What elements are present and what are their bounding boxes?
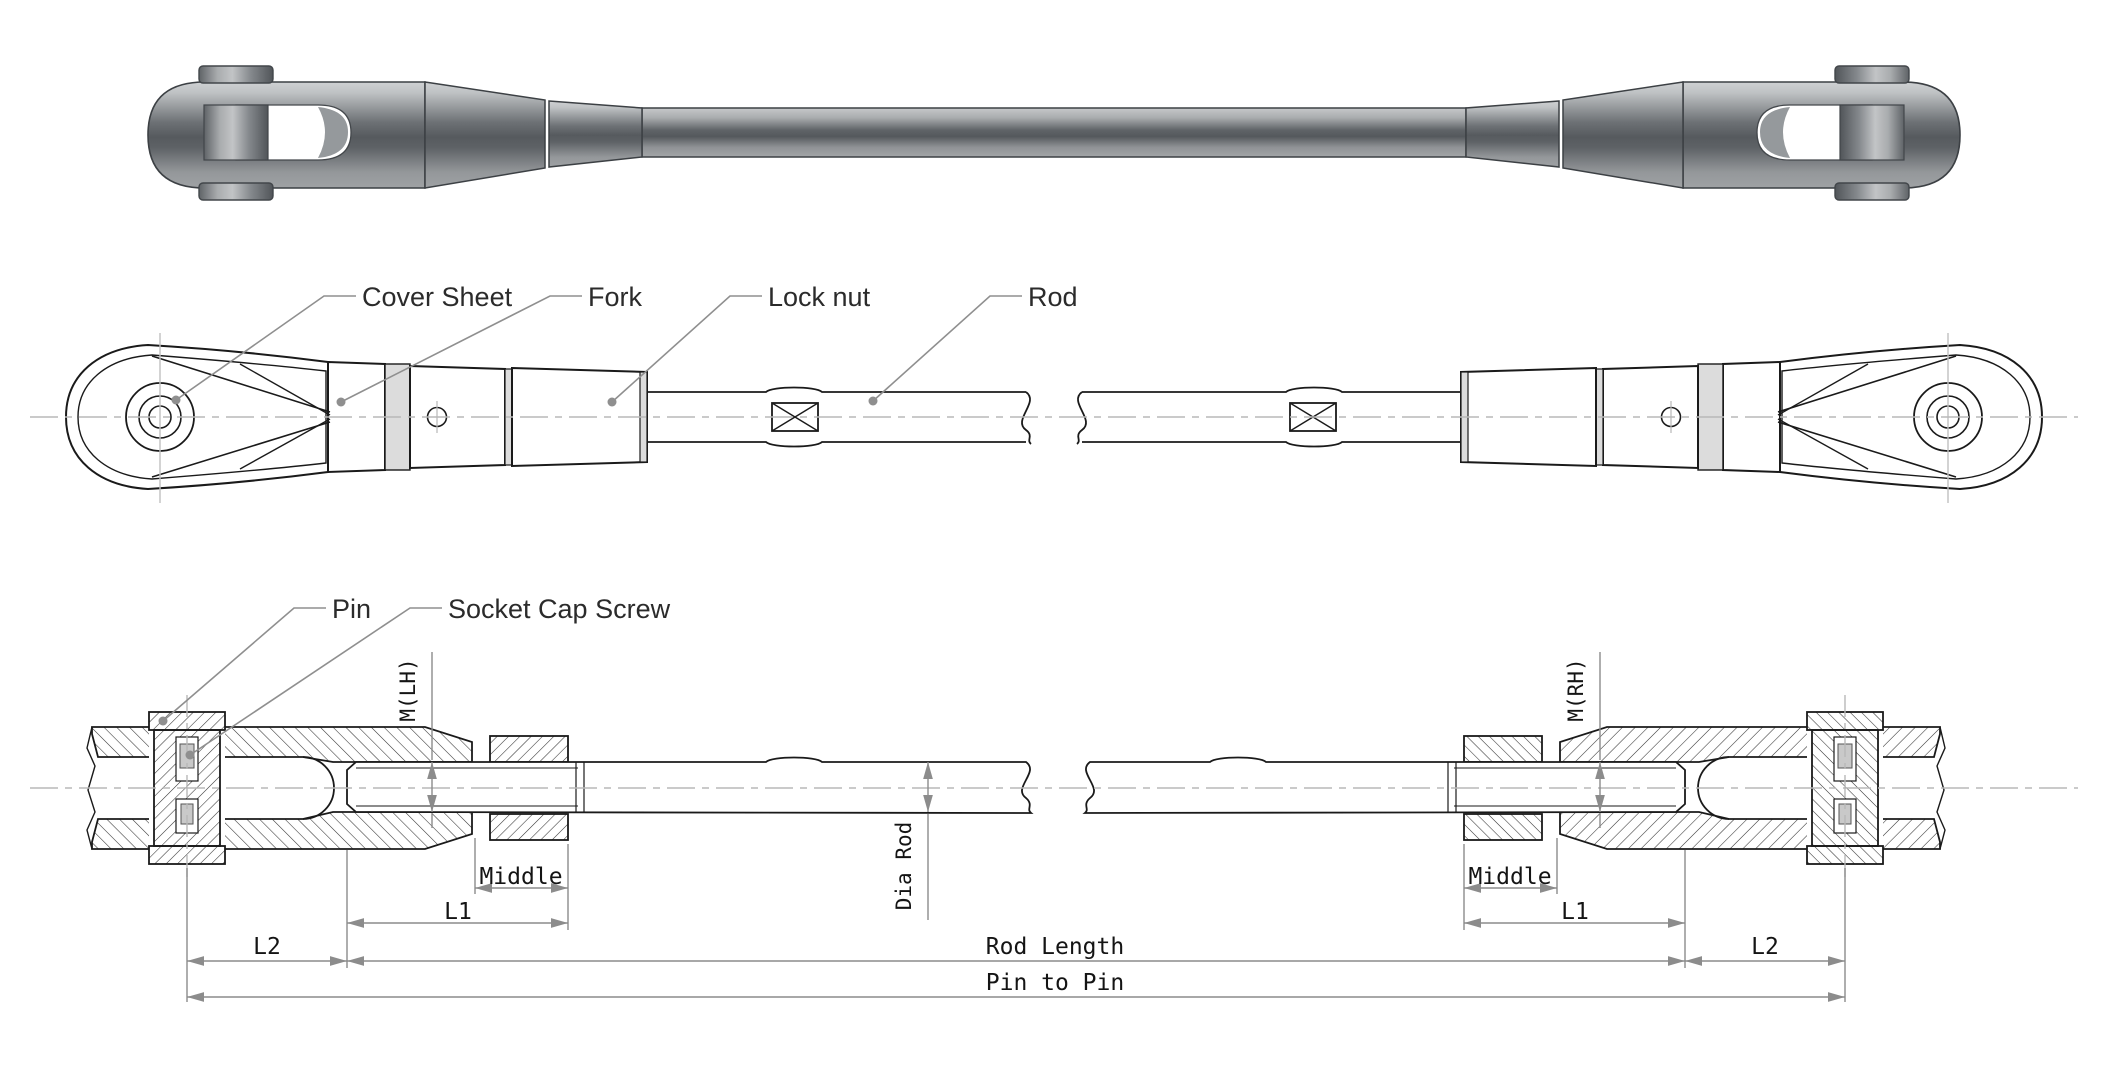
annotations: Cover Sheet Fork Lock nut Rod Pin Socket… [253, 282, 1779, 996]
dim-l1-right: L1 [1561, 899, 1589, 925]
view-3d-render [147, 65, 1961, 201]
dim-l1-left: L1 [444, 899, 472, 925]
label-pin: Pin [332, 594, 371, 624]
fork-taper-3d [424, 81, 546, 189]
rod-section-left [346, 756, 1034, 814]
centerlines [30, 416, 2078, 789]
leader-lines [158, 295, 1022, 760]
dim-m-lh: M(LH) [396, 658, 420, 721]
label-fork: Fork [588, 282, 643, 312]
pin-cap-bottom [198, 182, 274, 201]
dimension-geometry [186, 652, 1846, 1002]
pin-through-slot [203, 104, 269, 161]
dim-middle-right: Middle [1468, 864, 1551, 890]
dim-rod-length: Rod Length [986, 934, 1124, 960]
label-rod: Rod [1028, 282, 1078, 312]
lock-nut-3d [548, 100, 643, 168]
rod-section-right [1082, 756, 1686, 814]
dim-l2-right: L2 [1751, 934, 1779, 960]
view-side-elevation [64, 332, 2043, 504]
view-section [86, 694, 1946, 883]
dim-pin-to-pin: Pin to Pin [986, 970, 1124, 996]
dim-middle-left: Middle [479, 864, 562, 890]
dim-dia-rod: Dia Rod [892, 822, 916, 911]
pin-cap-top [198, 65, 274, 84]
label-socket-cap-screw: Socket Cap Screw [448, 594, 671, 624]
rod-3d [641, 107, 1467, 158]
label-cover-sheet: Cover Sheet [362, 282, 513, 312]
dim-l2-left: L2 [253, 934, 281, 960]
dim-m-rh: M(RH) [1564, 658, 1588, 721]
label-lock-nut: Lock nut [768, 282, 871, 312]
slot-shading [318, 107, 348, 158]
